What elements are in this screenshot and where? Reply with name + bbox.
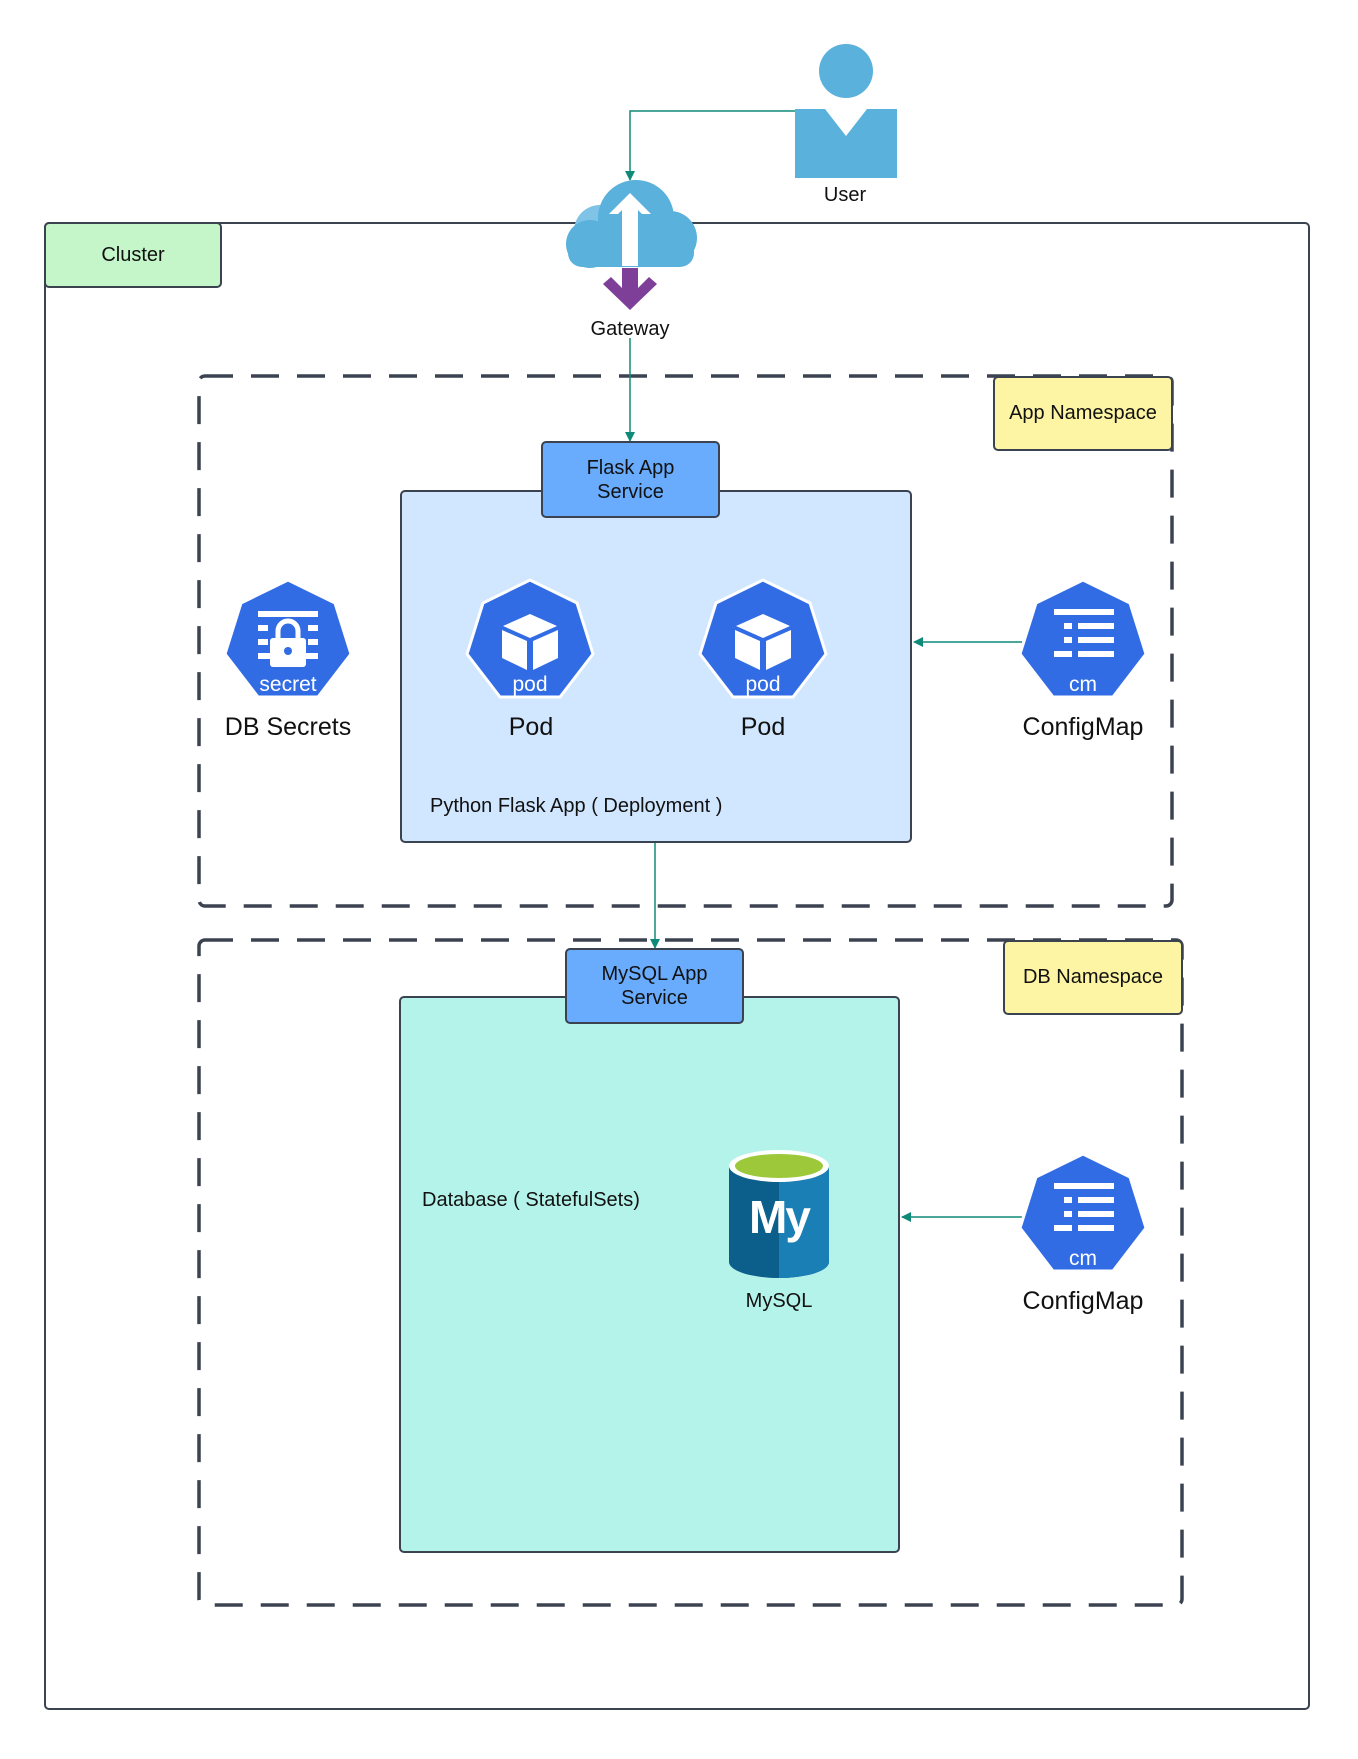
secret-icon: secret <box>223 578 353 708</box>
pod-icon-text: pod <box>745 673 781 696</box>
configmap-icon-text: cm <box>1069 1247 1097 1270</box>
configmap-label: ConfigMap <box>1022 713 1144 741</box>
gateway-cloud-icon <box>566 180 697 310</box>
pod-label: Pod <box>508 713 554 741</box>
app-namespace-boundary <box>197 374 1174 908</box>
db-namespace-boundary <box>197 938 1184 1607</box>
pod-icon: pod <box>465 578 595 708</box>
cluster-label: Cluster <box>44 222 222 288</box>
db-secrets-label: DB Secrets <box>224 713 352 741</box>
flask-app-service: Flask App Service <box>541 441 720 518</box>
mysql-service-line1: MySQL App <box>601 963 708 985</box>
app-namespace-label: App Namespace <box>993 376 1173 451</box>
pod-icon-text: pod <box>512 673 548 696</box>
configmap-icon-text: cm <box>1069 673 1097 696</box>
arrow-down-icon <box>603 268 657 310</box>
statefulset-label: Database ( StatefulSets) <box>422 1189 640 1211</box>
user-icon <box>795 44 897 178</box>
flask-service-line2: Service <box>597 480 664 503</box>
user-label: User <box>823 184 867 206</box>
mysql-statefulset-box <box>399 996 900 1553</box>
mysql-logo-text: My <box>749 1191 811 1243</box>
mysql-label: MySQL <box>745 1290 813 1312</box>
mysql-service-line2: Service <box>621 987 688 1009</box>
gateway-label: Gateway <box>590 318 670 340</box>
mysql-app-service: MySQL App Service <box>565 948 744 1024</box>
configmap-label: ConfigMap <box>1022 1287 1144 1315</box>
configmap-icon: cm <box>1018 1152 1148 1282</box>
deployment-label: Python Flask App ( Deployment ) <box>430 795 723 817</box>
pod-label: Pod <box>740 713 786 741</box>
secret-icon-text: secret <box>259 673 317 696</box>
flask-service-line1: Flask App <box>586 456 675 479</box>
arrow-up-icon <box>609 193 651 266</box>
pod-icon: pod <box>698 578 828 708</box>
connector-user-to-gateway <box>625 110 795 181</box>
configmap-icon: cm <box>1018 578 1148 708</box>
db-namespace-label: DB Namespace <box>1003 940 1183 1015</box>
mysql-database-icon: My <box>728 1148 830 1282</box>
